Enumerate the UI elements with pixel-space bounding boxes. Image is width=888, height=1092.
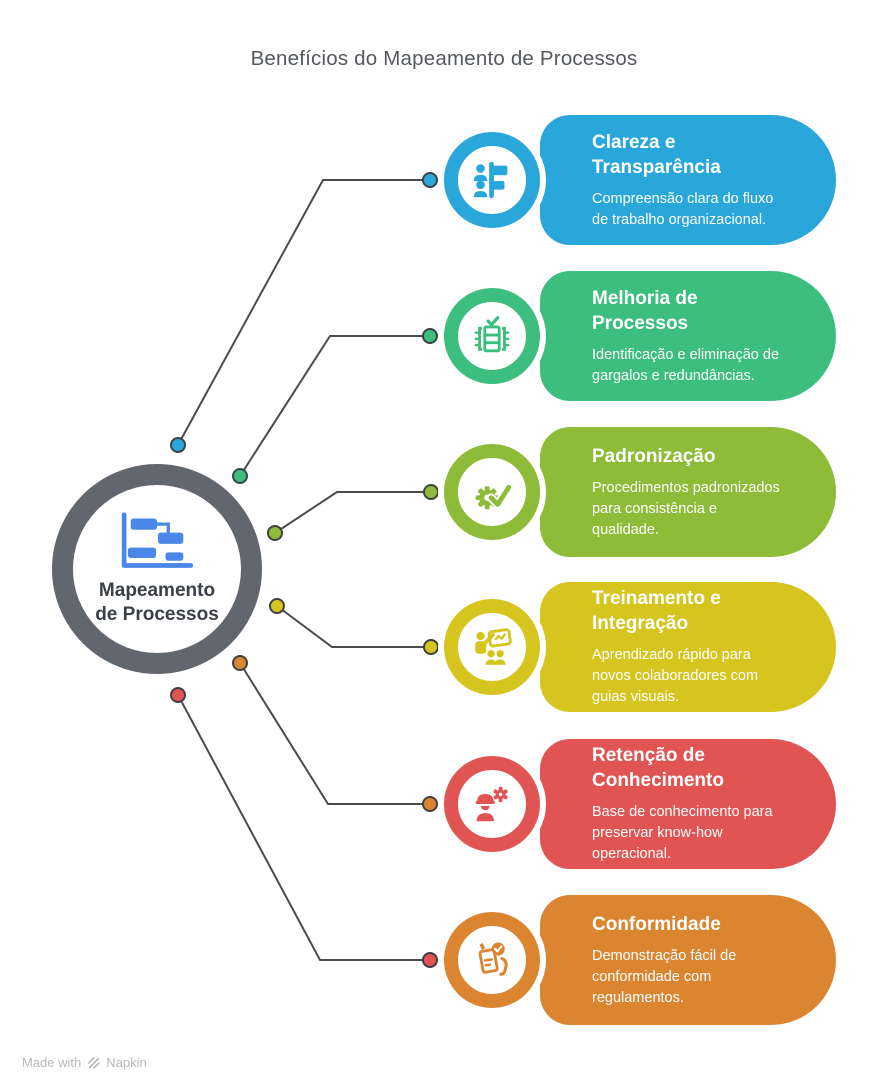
connector-dot — [422, 328, 438, 344]
connector-dot — [422, 796, 438, 812]
card-description: Procedimentos padronizados para consistê… — [592, 479, 780, 538]
training-presentation-icon — [475, 628, 512, 665]
connector-dot — [232, 655, 248, 671]
connector-dot — [170, 687, 186, 703]
gantt-chart-icon — [121, 512, 194, 568]
benefit-card-treinamento-integracao: Treinamento e Integração Aprendizado ráp… — [540, 582, 836, 712]
card-icon-circle — [444, 288, 540, 384]
card-icon-circle — [444, 599, 540, 695]
card-text: Treinamento e Integração Aprendizado ráp… — [592, 586, 758, 708]
connector-dot — [423, 639, 439, 655]
napkin-logo-icon — [88, 1056, 100, 1069]
benefit-card-padronizacao: Padronização Procedimentos padronizados … — [540, 427, 836, 557]
napkin-brand-label: Napkin — [106, 1055, 147, 1070]
worker-gear-icon — [475, 786, 508, 822]
connector-line — [276, 605, 431, 648]
card-text: Retenção de Conhecimento Base de conheci… — [592, 743, 773, 865]
connector-dot — [422, 952, 438, 968]
connector-line — [274, 491, 431, 534]
card-icon-circle — [444, 132, 540, 228]
connector-dot — [170, 437, 186, 453]
card-text: Melhoria de Processos Identificação e el… — [592, 286, 779, 387]
made-with-napkin-credit: Made with Napkin — [22, 1055, 147, 1070]
checklist-process-icon — [474, 316, 510, 353]
card-text: Padronização Procedimentos padronizados … — [592, 444, 780, 541]
benefit-card-conformidade: Conformidade Demonstração fácil de confo… — [540, 895, 836, 1025]
center-node: Mapeamento de Processos — [52, 464, 262, 674]
card-description: Aprendizado rápido para novos colaborado… — [592, 647, 759, 705]
card-text: Clareza e Transparência Compreensão clar… — [592, 130, 773, 231]
document-check-icon — [478, 942, 508, 976]
connector-line — [239, 662, 430, 805]
card-title: Clareza e Transparência — [592, 131, 721, 178]
card-title: Padronização — [592, 445, 716, 467]
page-title: Benefícios do Mapeamento de Processos — [250, 47, 638, 70]
signpost-people-icon — [473, 161, 508, 199]
gear-check-icon — [475, 482, 514, 510]
card-description: Demonstração fácil de conformidade com r… — [592, 947, 737, 1006]
card-icon-circle — [444, 912, 540, 1008]
made-with-label: Made with — [22, 1055, 82, 1070]
connector-dot — [269, 598, 285, 614]
connector-dot — [232, 468, 248, 484]
card-title: Conformidade — [592, 913, 721, 935]
connector-dot — [423, 484, 439, 500]
card-icon-circle — [444, 444, 540, 540]
connector-line — [177, 694, 430, 961]
card-title: Treinamento e Integração — [592, 588, 721, 634]
card-icon-circle — [444, 756, 540, 852]
connector-dot — [422, 172, 438, 188]
connector-line — [177, 179, 430, 446]
connector-dot — [267, 525, 283, 541]
card-text: Conformidade Demonstração fácil de confo… — [592, 912, 736, 1009]
benefit-card-melhoria-processos: Melhoria de Processos Identificação e el… — [540, 271, 836, 401]
card-description: Identificação e eliminação de gargalos e… — [592, 346, 780, 384]
benefit-card-retencao-conhecimento: Retenção de Conhecimento Base de conheci… — [540, 739, 836, 869]
connector-line — [239, 335, 430, 477]
benefit-card-clareza-transparencia: Clareza e Transparência Compreensão clar… — [540, 115, 836, 245]
center-label: Mapeamento de Processos — [95, 580, 219, 625]
card-description: Base de conhecimento para preservar know… — [592, 804, 773, 862]
card-description: Compreensão clara do fluxo de trabalho o… — [592, 190, 774, 228]
card-title: Retenção de Conhecimento — [592, 745, 724, 791]
card-title: Melhoria de Processos — [592, 287, 698, 334]
